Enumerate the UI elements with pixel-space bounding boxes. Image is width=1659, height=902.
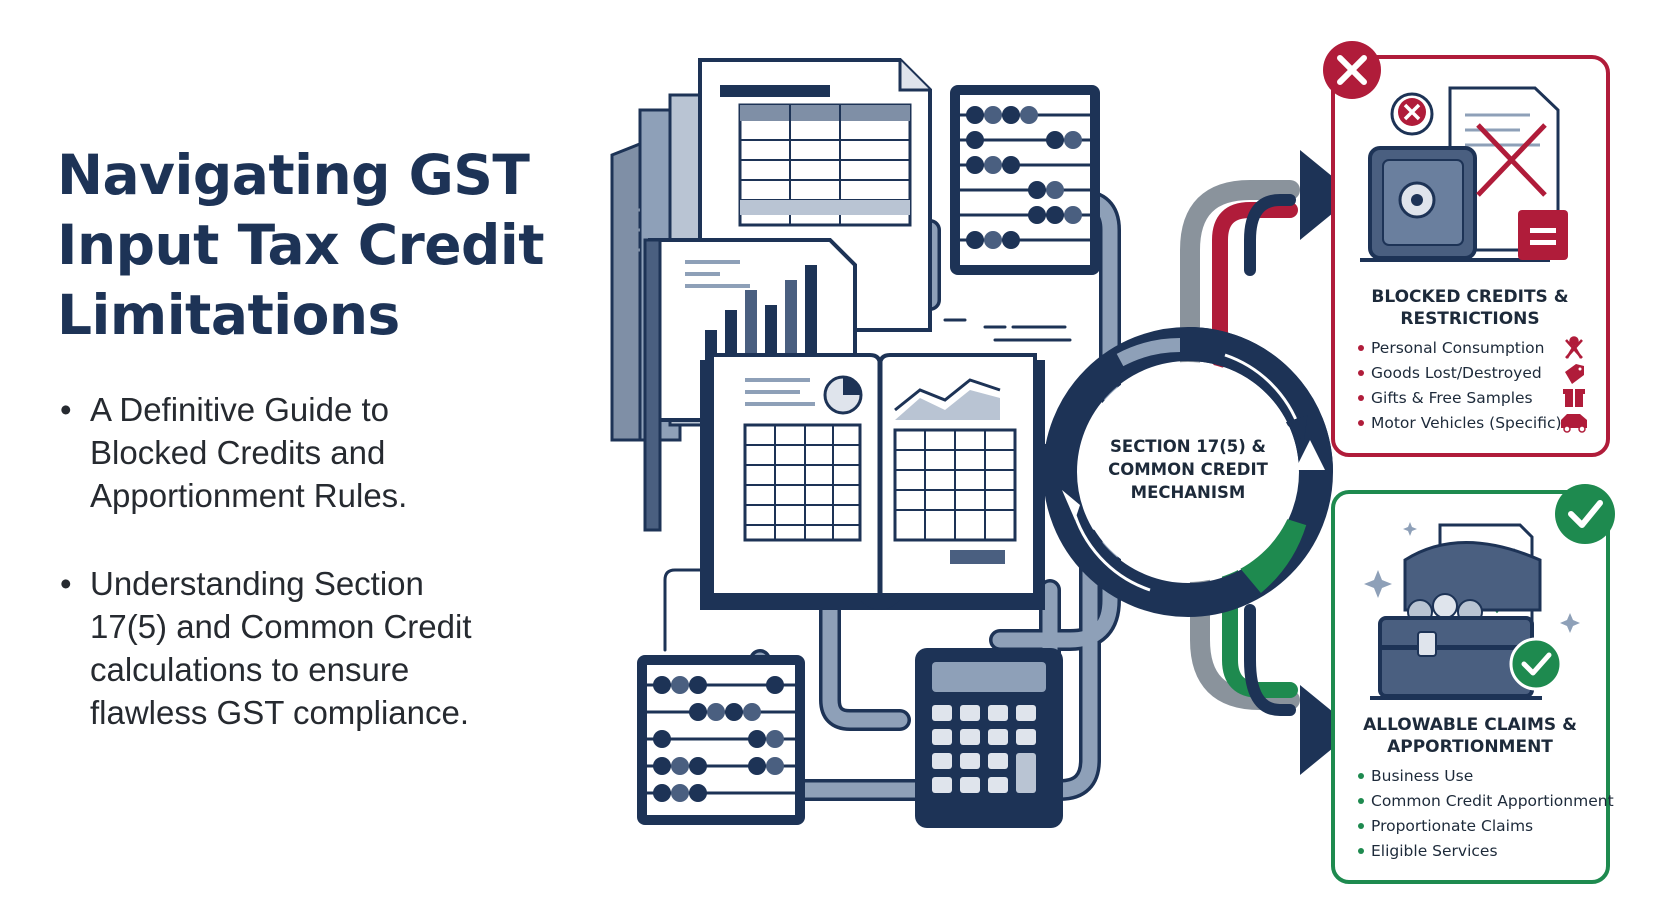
bullet-line: flawless GST compliance. (90, 694, 470, 731)
bullet-line: Blocked Credits and (90, 434, 386, 471)
arrowhead-to-allowable-icon (1300, 685, 1355, 775)
list-item: Goods Lost/Destroyed (1371, 364, 1542, 382)
bullet-line: Apportionment Rules. (90, 477, 408, 514)
branch-arrows (1180, 180, 1300, 716)
title-line: Input Tax Credit (57, 213, 545, 277)
gift-icon (1563, 389, 1585, 407)
abacus-icon (950, 85, 1100, 275)
hub-line: MECHANISM (1131, 483, 1246, 502)
abacus-icon (637, 655, 805, 825)
list-item: Motor Vehicles (Specific) (1371, 414, 1562, 432)
bullet-item: Understanding Section 17(5) and Common C… (60, 562, 530, 734)
card-title: BLOCKED CREDITS & (1371, 287, 1568, 307)
blocked-list: Personal Consumption Goods Lost/Destroye… (1358, 339, 1562, 432)
hub-line: SECTION 17(5) & (1110, 437, 1266, 456)
list-item: Proportionate Claims (1371, 817, 1533, 835)
safe-icon (1360, 86, 1568, 262)
open-ledger-book-icon (700, 353, 1045, 610)
divider-lines (943, 318, 1072, 342)
card-title: RESTRICTIONS (1400, 309, 1539, 329)
list-item: Personal Consumption (1371, 339, 1544, 357)
bullet-line: calculations to ensure (90, 651, 410, 688)
list-item: Common Credit Apportionment (1371, 792, 1614, 810)
title-line: Navigating GST (57, 143, 530, 207)
list-item: Eligible Services (1371, 842, 1498, 860)
bullet-line: Understanding Section (90, 565, 424, 602)
blocked-credits-card: BLOCKED CREDITS & RESTRICTIONS Personal … (1323, 41, 1610, 457)
bullet-list-guide: A Definitive Guide to Blocked Credits an… (60, 388, 530, 517)
person-crossed-icon (1565, 336, 1583, 359)
treasure-chest-icon (1364, 522, 1580, 700)
x-circle-icon (1323, 41, 1381, 99)
car-icon (1561, 414, 1587, 433)
bullet-line: 17(5) and Common Credit (90, 608, 472, 645)
broken-tag-icon (1565, 364, 1584, 384)
check-circle-icon (1555, 484, 1615, 544)
list-item: Gifts & Free Samples (1371, 389, 1533, 407)
title-line: Limitations (57, 283, 400, 347)
allowable-claims-card: ALLOWABLE CLAIMS & APPORTIONMENT Busines… (1331, 484, 1615, 884)
page-title: Navigating GST Input Tax Credit Limitati… (57, 140, 577, 350)
arrowhead-to-blocked-icon (1300, 150, 1355, 240)
bullet-item: A Definitive Guide to Blocked Credits an… (60, 388, 530, 517)
allowable-list: Business Use Common Credit Apportionment… (1358, 767, 1614, 860)
bullet-list-section: Understanding Section 17(5) and Common C… (60, 562, 530, 734)
list-item: Business Use (1371, 767, 1473, 785)
center-hub: SECTION 17(5) & COMMON CREDIT MECHANISM (1043, 327, 1333, 617)
bullet-line: A Definitive Guide to (90, 391, 389, 428)
card-title: APPORTIONMENT (1387, 737, 1553, 757)
hub-line: COMMON CREDIT (1108, 460, 1268, 479)
card-title: ALLOWABLE CLAIMS & (1363, 715, 1577, 735)
calculator-icon (915, 648, 1063, 828)
